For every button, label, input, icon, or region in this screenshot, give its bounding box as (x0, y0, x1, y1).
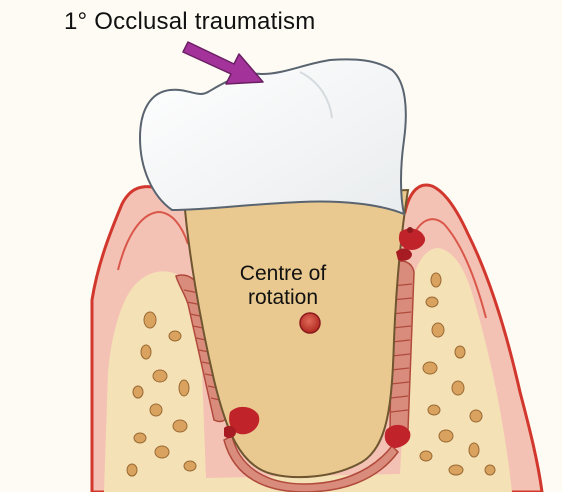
tooth-crown (140, 59, 406, 214)
centre-label-line-2: rotation (225, 286, 341, 310)
centre-of-rotation-label: Centre of rotation (225, 262, 341, 310)
occlusal-force-arrow (183, 42, 263, 84)
diagram-title: 1° Occlusal traumatism (64, 8, 315, 36)
centre-of-rotation-dot (300, 313, 320, 333)
centre-label-line-1: Centre of (225, 262, 341, 286)
